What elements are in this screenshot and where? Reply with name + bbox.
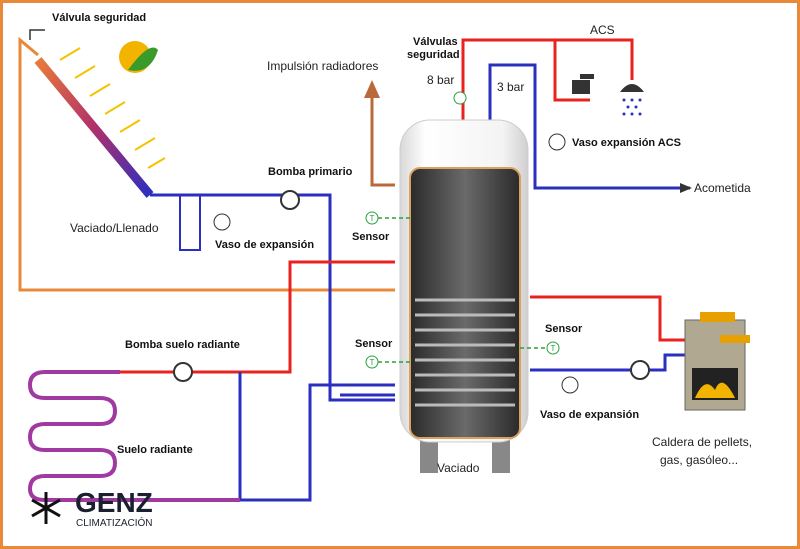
- svg-text:CLIMATIZACIÓN: CLIMATIZACIÓN: [76, 516, 152, 529]
- expansion-vessel-right-icon: [561, 376, 579, 394]
- storage-tank: [399, 119, 529, 473]
- solar-panel: [34, 47, 166, 198]
- floor-pump-icon: [173, 362, 193, 382]
- floor-return-pipe: [238, 372, 395, 502]
- boiler-supply-pipe: [530, 295, 685, 342]
- sensor-symbol: T: [370, 214, 375, 223]
- label-sensor-top: Sensor: [352, 231, 390, 243]
- label-expansion-right: Vaso de expansión: [540, 409, 639, 421]
- label-safety-valves: Válvulas: [413, 36, 458, 48]
- label-boiler-2: gas, gasóleo...: [660, 453, 738, 467]
- arrow-up-icon: [364, 80, 380, 98]
- label-drain-fill: Vaciado/Llenado: [70, 221, 159, 235]
- label-expansion-left: Vaso de expansión: [215, 239, 314, 251]
- label-safety-valve: Válvula seguridad: [52, 12, 146, 24]
- boiler-return-pipe: [530, 353, 685, 372]
- boiler-icon: [684, 312, 750, 411]
- label-acs: ACS: [590, 23, 615, 37]
- mains-arrow-icon: [680, 183, 692, 193]
- sensor-symbol: T: [551, 344, 556, 353]
- genz-logo: GENZ CLIMATIZACIÓN: [31, 487, 153, 529]
- acs-hot-pipe: [461, 38, 590, 120]
- floor-supply-pipe: [120, 260, 395, 374]
- drain-fill-pipe: [179, 195, 201, 251]
- label-radiator-supply: Impulsión radiadores: [267, 59, 378, 73]
- label-acs-expansion: Vaso expansión ACS: [572, 137, 681, 149]
- primary-pump-icon: [280, 190, 300, 210]
- mains-pipe: [488, 63, 690, 190]
- shower-icon: [620, 84, 644, 116]
- sun-leaf-icon: [119, 41, 158, 73]
- expansion-vessel-left-icon: [213, 213, 231, 231]
- tap-icon: [572, 74, 594, 94]
- label-safety-valves-2: seguridad: [407, 49, 460, 61]
- safety-valve-icon: [29, 29, 45, 40]
- label-mains: Acometida: [694, 181, 751, 195]
- shower-pipe: [520, 38, 634, 80]
- boiler-pump-icon: [630, 360, 650, 380]
- label-boiler: Caldera de pellets,: [652, 435, 752, 449]
- label-primary-pump: Bomba primario: [268, 166, 353, 178]
- acs-expansion-vessel-icon: [548, 133, 566, 151]
- label-floor-pump: Bomba suelo radiante: [125, 339, 240, 351]
- sensor-symbol: T: [370, 358, 375, 367]
- label-floor-heating: Suelo radiante: [117, 444, 193, 456]
- radiator-supply-pipe: [370, 95, 395, 187]
- label-3-bar: 3 bar: [497, 80, 524, 94]
- sensor-icons: [365, 91, 560, 369]
- label-sensor-right: Sensor: [545, 323, 583, 335]
- snowflake-icon: [31, 492, 61, 524]
- svg-text:GENZ: GENZ: [75, 487, 153, 518]
- label-drain: Vaciado: [437, 461, 480, 475]
- label-sensor-mid: Sensor: [355, 338, 393, 350]
- primary-pipe: [150, 193, 395, 402]
- floor-heating-coil: [27, 370, 240, 502]
- label-8-bar: 8 bar: [427, 73, 454, 87]
- solar-return-pipe: [18, 36, 395, 292]
